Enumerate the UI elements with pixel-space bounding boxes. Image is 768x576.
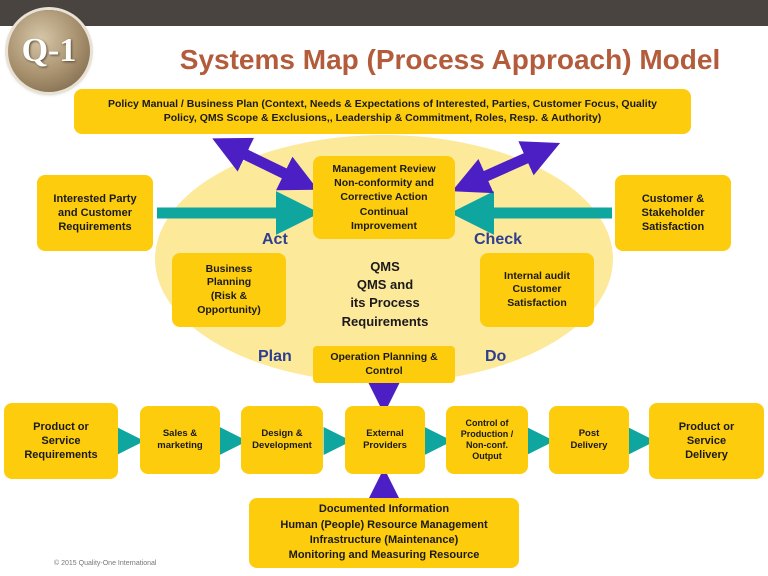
documented-information-box: Documented Information Human (People) Re… <box>249 498 519 568</box>
process-step-control-of-production: Control of Production / Non-conf. Output <box>446 406 528 474</box>
copyright-footer: © 2015 Quality-One International <box>54 560 157 567</box>
act-label: Act <box>262 231 288 248</box>
check-label: Check <box>474 231 523 248</box>
internal-audit-box: Internal audit Customer Satisfaction <box>480 253 594 327</box>
process-step-requirements: Product or Service Requirements <box>4 403 118 479</box>
purple-double-arrow-right <box>451 141 561 194</box>
customer-satisfaction-box: Customer & Stakeholder Satisfaction <box>615 175 731 251</box>
process-step-sales-marketing: Sales & marketing <box>140 406 220 474</box>
policy-manual-box: Policy Manual / Business Plan (Context, … <box>74 89 691 134</box>
top-bar <box>0 0 768 26</box>
purple-double-arrow-left <box>212 137 318 191</box>
process-step-external-providers: External Providers <box>345 406 425 474</box>
do-label: Do <box>485 348 507 365</box>
process-step-delivery: Product or Service Delivery <box>649 403 764 479</box>
process-step-post-delivery: Post Delivery <box>549 406 629 474</box>
management-review-box: Management Review Non-conformity and Cor… <box>313 156 455 239</box>
qms-center-text: QMS QMS and its Process Requirements <box>341 259 429 329</box>
business-planning-box: Business Planning (Risk & Opportunity) <box>172 253 286 327</box>
q1-logo: Q-1 <box>8 10 90 92</box>
process-step-design-development: Design & Development <box>241 406 323 474</box>
plan-label: Plan <box>258 348 292 365</box>
page-title: Systems Map (Process Approach) Model <box>179 44 721 75</box>
interested-party-box: Interested Party and Customer Requiremen… <box>37 175 153 251</box>
operation-planning-box: Operation Planning & Control <box>313 346 455 383</box>
